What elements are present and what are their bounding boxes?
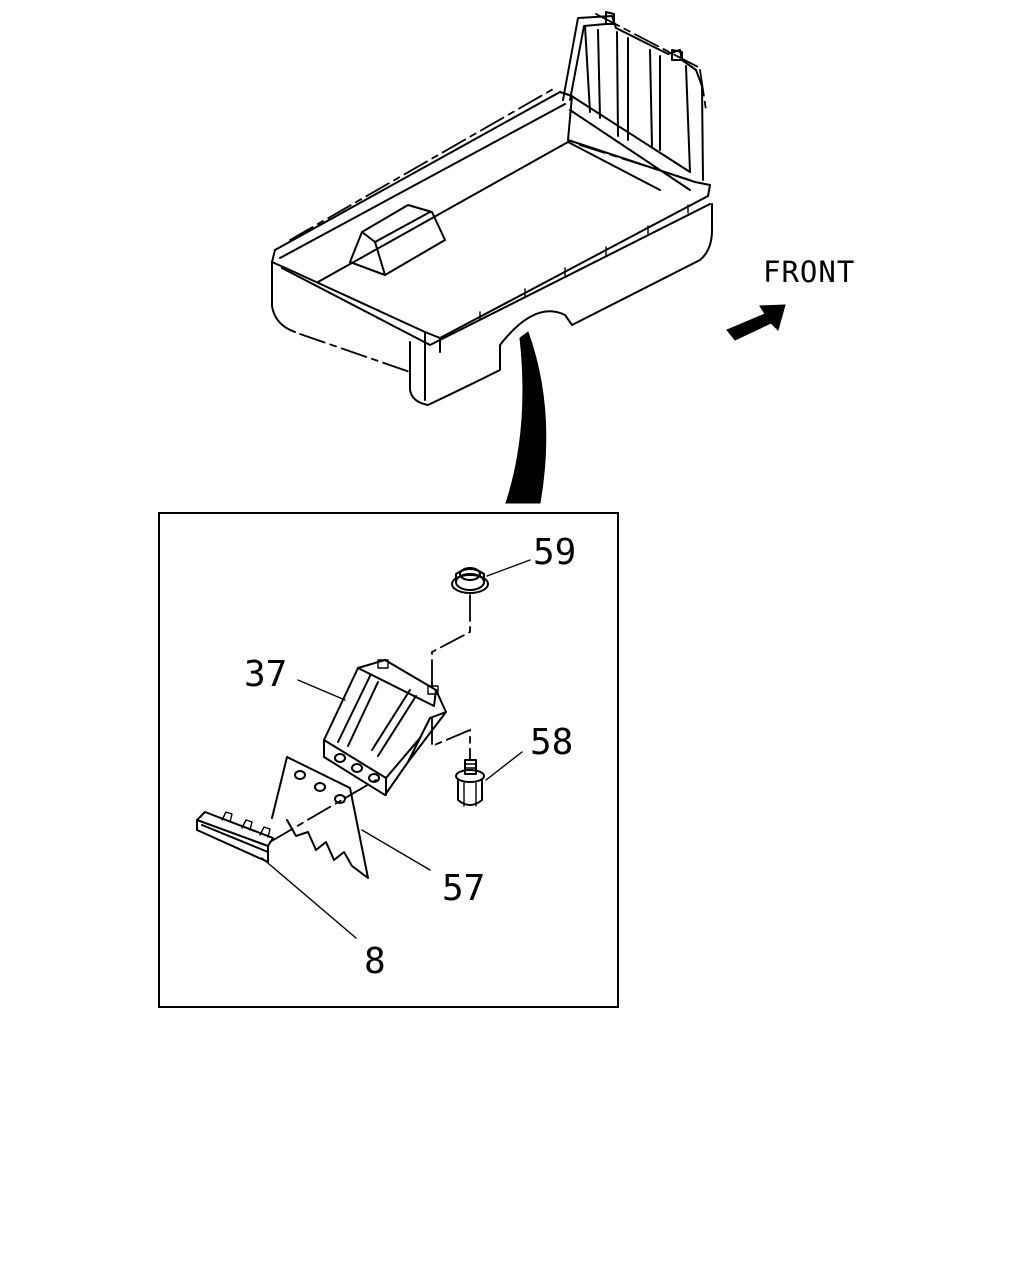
bracket-37 [323, 659, 447, 796]
headboard [562, 11, 707, 191]
callout-58: 58 [530, 722, 573, 763]
retainer-strip-8 [196, 811, 274, 863]
leader-57 [361, 829, 431, 871]
arrow-icon [726, 304, 786, 341]
callout-57: 57 [442, 868, 485, 909]
mud-flap-57 [271, 756, 369, 879]
tool-box [349, 204, 446, 276]
callout-37: 37 [244, 654, 287, 695]
centerline-59 [431, 594, 471, 691]
leader-37 [297, 679, 346, 701]
bed-body [271, 87, 713, 406]
callout-8: 8 [364, 941, 386, 982]
front-label: FRONT [763, 255, 855, 289]
front-indicator: FRONT [726, 255, 855, 341]
detail-leader-arc [505, 331, 547, 504]
truck-bed-overview [271, 11, 713, 406]
flange-nut-59 [451, 567, 489, 594]
detail-frame [158, 512, 619, 1008]
leader-58 [485, 751, 523, 781]
leader-59 [486, 559, 531, 577]
callout-59: 59 [533, 532, 576, 573]
bolt-58 [431, 717, 485, 807]
leader-8 [261, 857, 357, 939]
centerline-flap [269, 779, 377, 843]
